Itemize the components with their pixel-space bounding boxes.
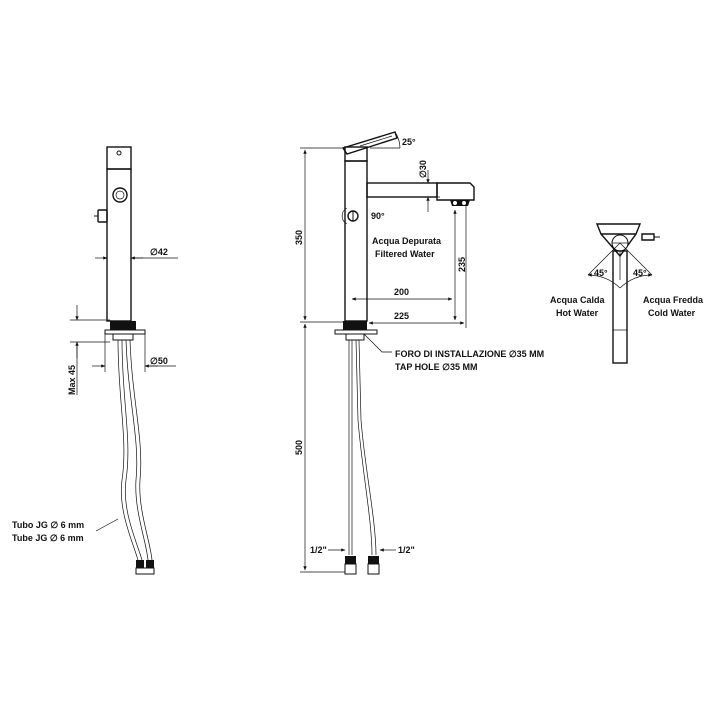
dim-200: 200 [394,287,409,297]
side-lever [97,209,108,223]
angle-swivel: 90° [371,211,385,221]
dim-diameter-body: ∅42 [150,247,168,257]
angle-right: 45° [633,268,647,278]
cold-water-en: Cold Water [648,308,696,318]
dim-height-500: 500 [294,440,304,455]
tube-label-it: Tubo JG ∅ 6 mm [12,520,84,530]
front-spout-arm [366,182,438,198]
dim-height-350: 350 [294,230,304,245]
front-tube-b [355,339,373,556]
side-fitting-a [136,560,144,568]
side-tube-a [117,339,139,561]
angle-left: 45° [594,268,608,278]
dim-225: 225 [394,311,409,321]
hot-water-it: Acqua Calda [550,295,606,305]
dim-spout-diameter: ∅30 [418,160,428,178]
thread-left: 1/2" [310,545,327,555]
front-view: 25° 90° ∅30 Acqua Depurata Filtered Wate… [294,131,544,575]
front-fitting-b [368,556,379,564]
angle-lever: 25° [402,137,416,147]
tap-hole-it: FORO DI INSTALLAZIONE ∅35 MM [395,349,544,359]
tap-hole-en: TAP HOLE ∅35 MM [395,362,478,372]
hot-water-en: Hot Water [556,308,599,318]
top-view: 45° 45° Acqua Calda Hot Water Acqua Fred… [550,223,704,364]
front-flange [343,321,367,330]
side-fitting-b [146,560,154,568]
filtered-water-en: Filtered Water [375,249,435,259]
front-fitting-a [345,556,356,564]
front-spout-head [436,182,475,201]
dim-diameter-base: ∅50 [150,356,168,366]
side-base-plate [104,329,146,335]
top-handle-head [595,223,642,235]
side-view: ∅42 ∅50 Max 45 Tubo JG ∅ 6 mm Tube JG ∅ … [12,146,178,575]
side-tube-b [125,339,149,561]
tube-label-en: Tube JG ∅ 6 mm [12,533,84,543]
side-flange [110,321,136,330]
cold-water-it: Acqua Fredda [643,295,704,305]
side-body [106,168,132,322]
dim-235: 235 [457,257,467,272]
side-top-cap [106,146,132,170]
side-knob [112,187,128,203]
thread-right: 1/2" [398,545,415,555]
front-base-plate [334,329,378,335]
top-side-knob [641,233,655,241]
dim-max-height: Max 45 [67,365,77,395]
front-body [344,160,368,322]
filtered-water-it: Acqua Depurata [372,236,442,246]
side-cap-indicator [116,150,122,156]
